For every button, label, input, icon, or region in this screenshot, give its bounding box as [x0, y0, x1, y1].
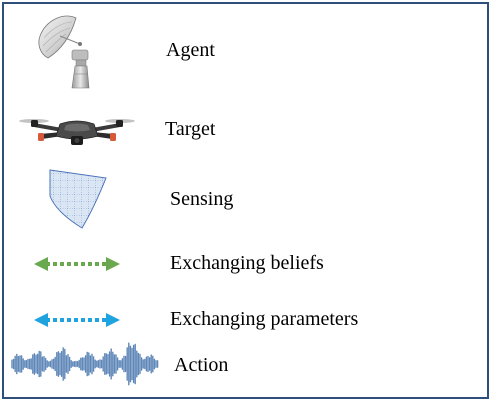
exchanging-beliefs-label: Exchanging beliefs	[170, 252, 324, 274]
green-dotted-double-arrow-icon	[34, 257, 120, 271]
action-label: Action	[174, 354, 229, 376]
drone-icon	[19, 119, 135, 145]
legend-box: Agent Target	[2, 2, 489, 399]
exchanging-parameters-label: Exchanging parameters	[170, 308, 359, 330]
sensing-region-icon	[49, 169, 107, 229]
blue-dotted-double-arrow-icon	[34, 313, 120, 327]
target-label: Target	[165, 118, 216, 140]
sensing-label: Sensing	[170, 188, 234, 210]
waveform-icon	[11, 342, 159, 386]
satellite-dish-icon	[38, 15, 90, 89]
agent-label: Agent	[166, 39, 215, 61]
